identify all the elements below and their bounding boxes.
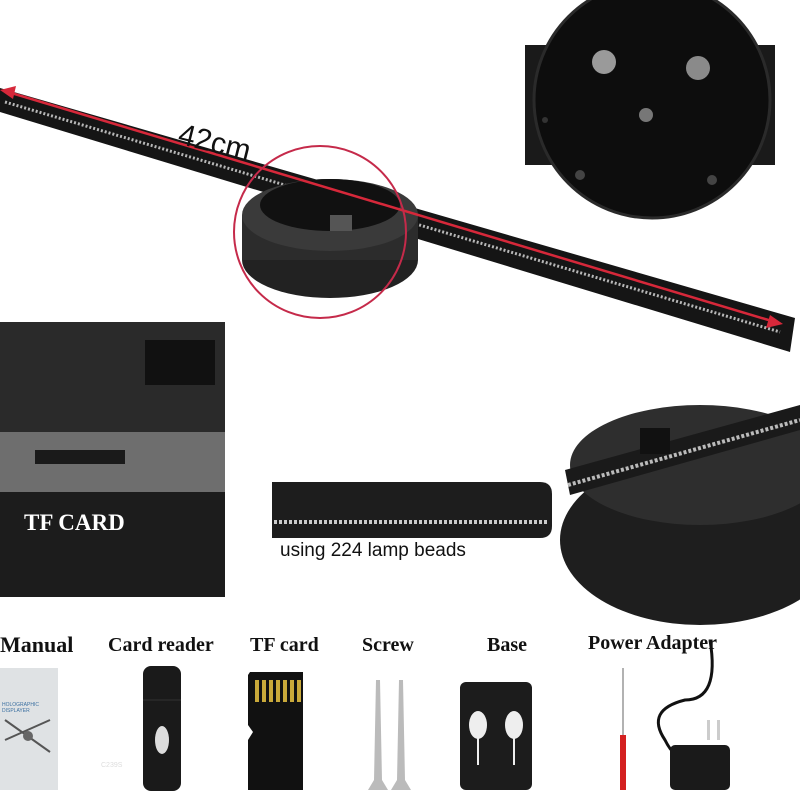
screw-label: Screw xyxy=(362,634,414,656)
measurement-arrow xyxy=(0,86,783,328)
hub-highlight-circle xyxy=(233,145,407,319)
card-reader-image xyxy=(143,666,181,791)
power-adapter-image xyxy=(620,639,730,790)
screws-image xyxy=(368,680,411,790)
base-label: Base xyxy=(487,634,527,656)
tf-card-label: TF CARD xyxy=(24,510,125,535)
tf-card-image xyxy=(248,672,303,790)
tf-card-slot-photo xyxy=(0,322,225,597)
motor-hub xyxy=(242,179,418,298)
base-underside-photo xyxy=(525,0,775,220)
lamp-beads-caption: using 224 lamp beads xyxy=(280,540,466,561)
led-strip-closeup xyxy=(272,482,552,538)
hub-closeup-photo xyxy=(560,405,800,625)
card-reader-print: C239S xyxy=(101,762,123,769)
manual-image xyxy=(0,668,58,790)
base-bracket-image xyxy=(460,682,532,790)
manual-print: HOLOGRAPHIC DISPLAYER xyxy=(2,702,39,714)
manual-label: Manual xyxy=(0,632,74,657)
power-adapter-label: Power Adapter xyxy=(588,632,718,654)
card-reader-label: Card reader xyxy=(108,634,214,656)
tf-card-item-label: TF card xyxy=(250,634,319,656)
